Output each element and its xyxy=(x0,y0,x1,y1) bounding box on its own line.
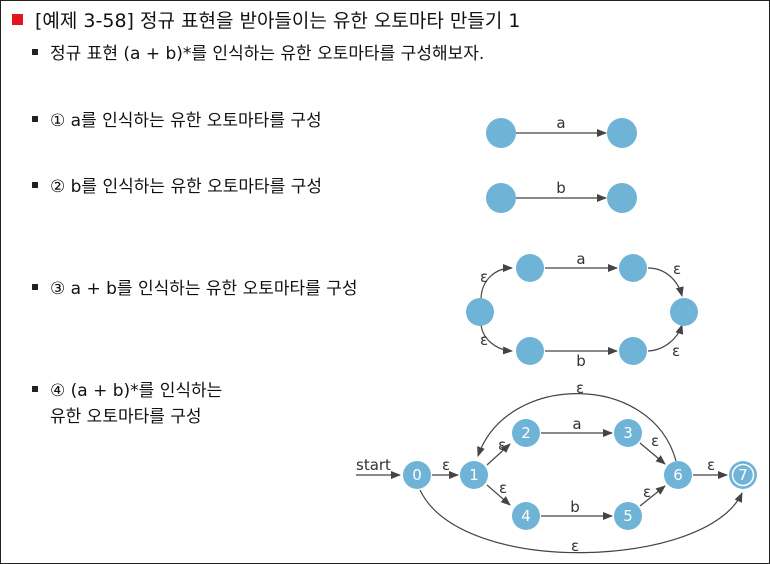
step-4-bullet: ④ (a + b)*를 인식하는 유한 오토마타를 구성 xyxy=(32,378,222,430)
d3-label-eps-2: ε xyxy=(673,260,681,278)
d4-state-0 xyxy=(403,461,431,489)
d3-label-eps-1: ε xyxy=(480,268,488,286)
step-4-line-1: ④ (a + b)*를 인식하는 xyxy=(50,381,223,401)
step-2-bullet: ② b를 인식하는 유한 오토마타를 구성 xyxy=(32,174,322,200)
step-2-text: ② b를 인식하는 유한 오토마타를 구성 xyxy=(50,177,323,197)
step-1-text: ① a를 인식하는 유한 오토마타를 구성 xyxy=(50,111,322,131)
d1-state-start xyxy=(486,118,516,148)
d4-state-5 xyxy=(614,502,642,530)
d2-edge-label: b xyxy=(556,179,566,197)
d3-edge-eps-bottom-right xyxy=(647,324,684,352)
d3-state-a-in xyxy=(516,254,544,282)
d3-state-a-out xyxy=(619,254,647,282)
diagram-2: b xyxy=(486,179,637,213)
d4-start-label: start xyxy=(356,456,391,474)
d4-label-5-6: ε xyxy=(643,483,651,501)
d1-state-end xyxy=(607,118,637,148)
title-bullet-square xyxy=(12,14,23,25)
d4-edge-6-1-back xyxy=(477,393,677,462)
d4-state-6-label: 6 xyxy=(673,466,683,484)
d4-label-2-3: a xyxy=(572,415,581,433)
d4-label-0-1: ε xyxy=(442,456,450,474)
diagram-3: ε a ε ε b ε xyxy=(466,250,698,370)
d4-label-3-6: ε xyxy=(651,432,659,450)
d4-edge-1-2 xyxy=(486,443,511,466)
step-4-line-2: 유한 오토마타를 구성 xyxy=(50,407,202,427)
d4-state-0-label: 0 xyxy=(412,466,422,484)
bullet-marker xyxy=(32,284,38,290)
d4-edge-3-6 xyxy=(639,442,666,465)
d3-label-a: a xyxy=(576,250,585,268)
title-text: [예제 3-58] 정규 표현을 받아들이는 유한 오토마타 만들기 1 xyxy=(35,10,521,32)
d4-label-1-2: ε xyxy=(498,436,506,454)
slide-title: [예제 3-58] 정규 표현을 받아들이는 유한 오토마타 만들기 1 xyxy=(12,6,520,33)
d4-state-2-label: 2 xyxy=(521,424,531,442)
d4-state-4-label: 4 xyxy=(521,507,531,525)
step-3-bullet: ③ a + b를 인식하는 유한 오토마타를 구성 xyxy=(32,276,357,302)
d2-state-end xyxy=(607,183,637,213)
bullet-marker xyxy=(32,182,38,188)
d3-label-b: b xyxy=(576,352,586,370)
bullet-marker xyxy=(32,116,38,122)
bullet-marker xyxy=(32,386,38,392)
step-4-text-block: ④ (a + b)*를 인식하는 유한 오토마타를 구성 xyxy=(50,378,222,430)
d3-label-eps-4: ε xyxy=(672,342,680,360)
step-1-bullet: ① a를 인식하는 유한 오토마타를 구성 xyxy=(32,108,322,134)
d4-label-6-1: ε xyxy=(576,379,584,397)
d3-label-eps-3: ε xyxy=(480,331,488,349)
d3-state-end xyxy=(670,298,698,326)
d4-state-1-label: 1 xyxy=(469,466,479,484)
d4-state-3 xyxy=(614,419,642,447)
d3-edge-eps-top-left xyxy=(480,264,513,299)
d4-state-3-label: 3 xyxy=(623,424,633,442)
d4-state-7-inner-ring xyxy=(731,463,755,487)
d4-label-6-7: ε xyxy=(707,456,715,474)
d3-state-start xyxy=(466,298,494,326)
intro-text: 정규 표현 (a + b)*를 인식하는 유한 오토마타를 구성해보자. xyxy=(50,44,485,64)
diagram-1: a xyxy=(486,114,637,148)
d3-state-b-out xyxy=(619,337,647,365)
d4-edge-1-4 xyxy=(486,484,511,506)
d3-state-b-in xyxy=(516,337,544,365)
d4-edge-5-6 xyxy=(639,485,666,507)
d4-state-5-label: 5 xyxy=(623,507,633,525)
d2-state-start xyxy=(486,183,516,213)
d1-edge-label: a xyxy=(556,114,565,132)
d4-label-0-7: ε xyxy=(571,537,579,555)
d4-state-2 xyxy=(512,419,540,447)
d4-label-4-5: b xyxy=(570,498,580,516)
intro-bullet: 정규 표현 (a + b)*를 인식하는 유한 오토마타를 구성해보자. xyxy=(32,41,484,67)
step-3-text: ③ a + b를 인식하는 유한 오토마타를 구성 xyxy=(50,279,358,299)
d4-state-6 xyxy=(664,461,692,489)
d4-state-7-label: 7 xyxy=(738,466,748,484)
d4-label-1-4: ε xyxy=(499,479,507,497)
d3-edge-eps-top-right xyxy=(647,267,684,297)
d3-edge-eps-bottom-left xyxy=(480,323,513,355)
d4-edge-0-7-skip xyxy=(419,489,743,554)
diagram-4: start ε ε a ε ε b ε ε ε ε 0 1 2 3 4 5 6 xyxy=(356,379,757,555)
d4-state-1 xyxy=(460,461,488,489)
bullet-marker xyxy=(32,49,38,55)
d4-state-4 xyxy=(512,502,540,530)
